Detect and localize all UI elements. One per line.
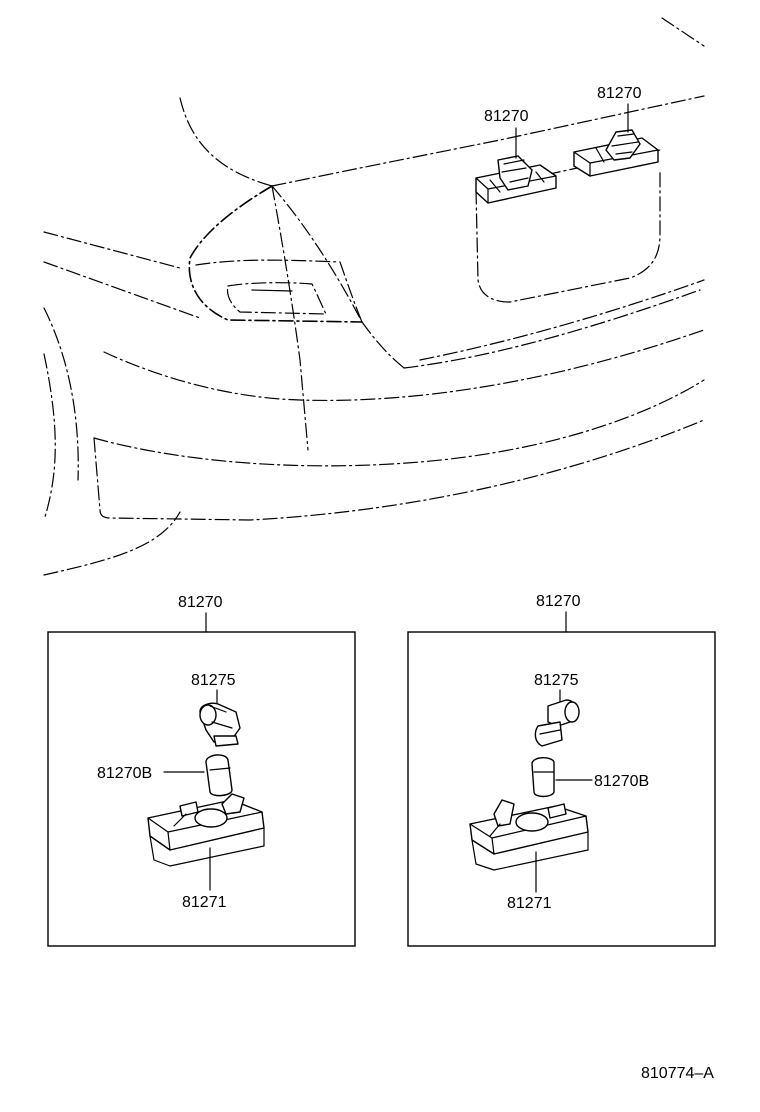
license-lamp-right-installed [573,129,659,177]
left-housing-label: 81271 [182,894,227,911]
top-left-lamp-label: 81270 [484,108,529,125]
left-socket-label: 81275 [191,672,236,689]
right-bulb-label: 81270B [594,773,649,790]
right-housing-label: 81271 [507,895,552,912]
right-box-title: 81270 [536,593,581,610]
left-socket-81275 [199,702,241,747]
left-housing-81271 [147,793,265,867]
figure-id-label: 810774–A [641,1065,714,1082]
right-bulb-81270B [531,757,555,798]
left-detail-frame [47,631,356,947]
detail-box-right: 81270 81275 81270B [407,593,716,947]
left-bulb-label: 81270B [97,765,152,782]
right-detail-frame [407,631,716,947]
right-socket-label: 81275 [534,672,579,689]
left-box-title: 81270 [178,594,223,611]
right-socket-81275 [534,699,580,747]
detail-box-left: 81270 81275 81270B [47,594,356,947]
top-right-lamp-label: 81270 [597,85,642,102]
left-bulb-81270B [205,754,233,797]
right-housing-81271 [469,799,589,871]
license-lamp-left-installed [475,155,557,204]
